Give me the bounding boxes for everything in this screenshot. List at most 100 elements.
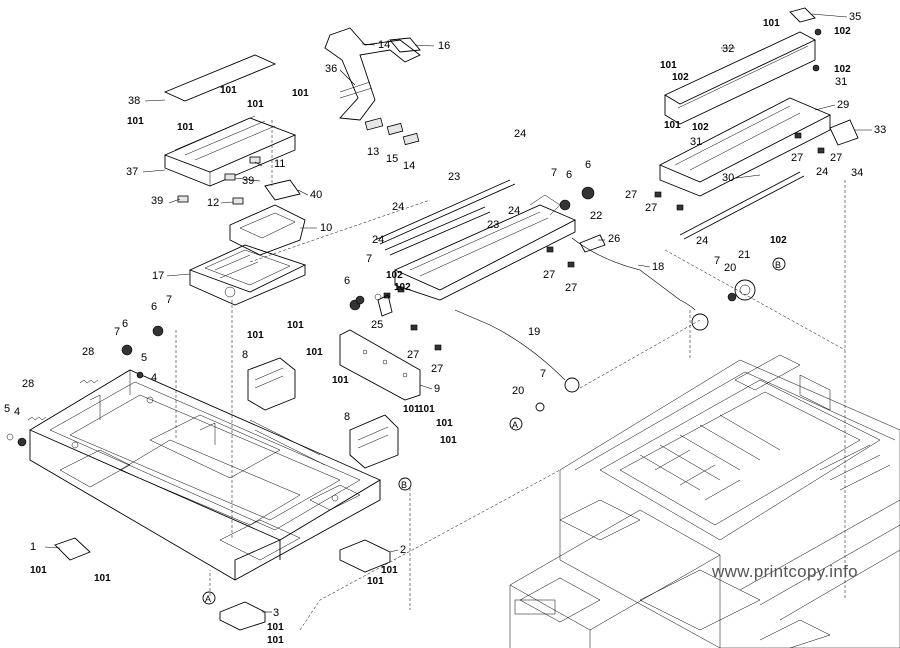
callout-32: 32 [722, 43, 734, 55]
svg-text:101: 101 [177, 122, 194, 133]
callout-29: 29 [837, 99, 849, 111]
svg-text:101: 101 [306, 347, 323, 358]
svg-text:101: 101 [247, 99, 264, 110]
callout-13: 13 [367, 146, 379, 158]
callout-11: 11 [274, 158, 285, 170]
svg-text:102: 102 [394, 282, 411, 293]
callout-7c: 7 [366, 253, 372, 265]
reference-lines [175, 120, 846, 631]
svg-text:102: 102 [386, 270, 403, 281]
callout-24b: 24 [392, 201, 404, 213]
svg-text:101: 101 [267, 622, 284, 633]
callout-17: 17 [152, 270, 164, 282]
callout-18: 18 [652, 261, 664, 273]
svg-text:B: B [401, 480, 407, 490]
callout-10: 10 [320, 222, 332, 234]
callout-30: 30 [722, 172, 734, 184]
callout-27d: 27 [431, 363, 443, 375]
callout-36: 36 [325, 63, 337, 75]
svg-text:101: 101 [403, 404, 420, 415]
flat-cable-drawing [324, 27, 421, 146]
part-callouts: 1 2 3 4 4 5 5 6 6 6 6 6 7 7 7 7 7 7 8 8 … [4, 11, 886, 619]
callout-7a: 7 [114, 326, 120, 338]
svg-text:101: 101 [267, 635, 284, 646]
svg-text:101: 101 [127, 116, 144, 127]
callout-2: 2 [400, 544, 406, 556]
callout-14a: 14 [378, 39, 390, 51]
callout-24e: 24 [816, 166, 828, 178]
callout-14b: 14 [403, 160, 415, 172]
callout-6a: 6 [122, 318, 128, 330]
svg-text:101: 101 [247, 330, 264, 341]
upper-rail-assembly-drawing [654, 7, 859, 240]
svg-text:101: 101 [94, 573, 111, 584]
callout-6b: 6 [151, 301, 157, 313]
svg-text:102: 102 [834, 26, 851, 37]
callout-27h: 27 [830, 152, 842, 164]
callout-20a: 20 [724, 262, 736, 274]
callout-16: 16 [438, 40, 450, 52]
callout-6c: 6 [344, 275, 350, 287]
callout-27a: 27 [543, 269, 555, 281]
watermark-text: www.printcopy.info [712, 562, 858, 581]
svg-text:102: 102 [692, 122, 709, 133]
callout-leaders [44, 13, 872, 613]
copier-body-drawing [509, 354, 900, 648]
svg-text:101: 101 [30, 565, 47, 576]
callout-8b: 8 [344, 411, 350, 423]
callout-27e: 27 [625, 189, 637, 201]
svg-text:101: 101 [332, 375, 349, 386]
callout-19: 19 [528, 326, 540, 338]
svg-text:101: 101 [440, 435, 457, 446]
svg-text:101: 101 [664, 120, 681, 131]
callout-8a: 8 [242, 349, 248, 361]
callout-20b: 20 [512, 385, 524, 397]
callout-38: 38 [128, 95, 140, 107]
callout-15: 15 [386, 153, 398, 165]
callout-5b: 5 [141, 352, 147, 364]
callout-28b: 28 [22, 378, 34, 390]
callout-7b: 7 [166, 294, 172, 306]
callout-4a: 4 [14, 406, 20, 418]
svg-text:101: 101 [287, 320, 304, 331]
svg-text:101: 101 [660, 60, 677, 71]
callout-23a: 23 [448, 171, 460, 183]
svg-text:A: A [512, 420, 518, 430]
callout-27f: 27 [645, 202, 657, 214]
svg-text:A: A [205, 594, 211, 604]
svg-text:102: 102 [770, 235, 787, 246]
svg-text:102: 102 [834, 64, 851, 75]
callout-22: 22 [590, 210, 602, 222]
callout-7f: 7 [540, 368, 546, 380]
svg-text:101: 101 [367, 576, 384, 587]
scanner-unit-drawing [163, 54, 307, 306]
callout-24c: 24 [372, 234, 384, 246]
svg-text:101: 101 [436, 418, 453, 429]
base-frame-drawing [29, 369, 381, 581]
svg-text:101: 101 [292, 88, 309, 99]
callout-26: 26 [608, 233, 620, 245]
svg-text:101: 101 [418, 404, 435, 415]
callout-6d: 6 [585, 159, 591, 171]
callout-27g: 27 [791, 152, 803, 164]
callout-39b: 39 [151, 195, 163, 207]
callout-35: 35 [849, 11, 861, 23]
svg-text:102: 102 [672, 72, 689, 83]
callout-21: 21 [738, 249, 750, 261]
callout-25: 25 [371, 319, 383, 331]
reference-markers: B B A A [202, 257, 786, 605]
callout-6e: 6 [566, 169, 572, 181]
callout-31a: 31 [835, 76, 847, 88]
callout-27b: 27 [565, 282, 577, 294]
svg-text:101: 101 [763, 18, 780, 29]
callout-24f: 24 [696, 235, 708, 247]
svg-text:101: 101 [220, 85, 237, 96]
callout-7e: 7 [714, 255, 720, 267]
callout-7d: 7 [551, 167, 557, 179]
callout-37: 37 [126, 166, 138, 178]
drive-plate-drawing [349, 179, 696, 351]
callout-3: 3 [273, 607, 279, 619]
callout-39a: 39 [242, 175, 254, 187]
callout-28a: 28 [82, 346, 94, 358]
